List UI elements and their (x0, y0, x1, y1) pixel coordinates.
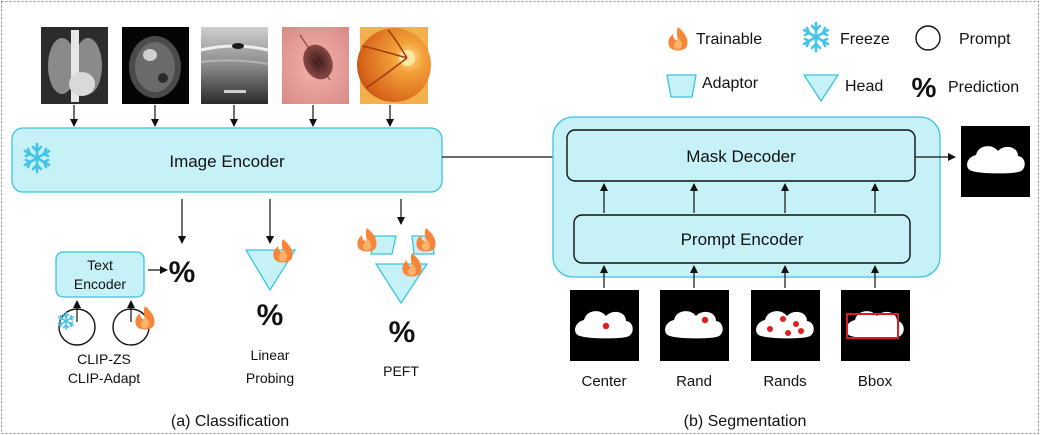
legend-prediction-icon: % (912, 72, 937, 103)
brain-mri-image (122, 27, 189, 104)
legend-head-shape (802, 74, 840, 103)
peft-adaptor-flame-right-icon (416, 228, 436, 252)
mask-decoder-label: Mask Decoder (686, 147, 796, 166)
linear-flame-icon (273, 239, 293, 263)
segmentation-caption: (b) Segmentation (684, 413, 807, 430)
linear-prediction-icon: % (257, 299, 284, 332)
legend-freeze: Freeze (840, 31, 890, 48)
legend-adaptor: Adaptor (702, 75, 759, 92)
center-prompt-image (570, 290, 639, 361)
rand-prompt-image (660, 290, 729, 361)
linear-label-1: Linear (251, 347, 290, 363)
prompt-label-center: Center (581, 373, 626, 390)
output-mask-image (961, 126, 1030, 197)
legend-snowflake-icon (802, 21, 830, 53)
legend: Trainable Freeze Prompt Adaptor Head % P… (666, 21, 1019, 103)
text-encoder-label-1: Text (87, 257, 113, 273)
legend-prediction: Prediction (948, 79, 1019, 96)
legend-trainable: Trainable (696, 31, 762, 48)
prompt-to-encoder-arrows (600, 265, 879, 288)
legend-prompt-circle (915, 25, 941, 51)
image-encoder-label: Image Encoder (169, 152, 285, 171)
prompt-label-rand: Rand (676, 373, 712, 390)
prompt-labels: Center Rand Rands Bbox (581, 373, 892, 390)
bbox-prompt-image (841, 290, 910, 361)
legend-flame-icon (668, 27, 688, 51)
clip-prediction-icon: % (169, 256, 196, 289)
encoder-down-arrows (178, 199, 405, 244)
prompt-encoder-label: Prompt Encoder (681, 230, 804, 249)
clip-adapt-flame-icon (135, 306, 155, 330)
legend-adaptor-shape (666, 74, 697, 98)
prompt-encoder-box (573, 214, 911, 264)
peft-prediction-icon: % (389, 316, 416, 349)
dermoscopy-image (282, 27, 349, 104)
fundus-image (357, 27, 431, 104)
mask-decoder-box (566, 129, 916, 182)
peft-head-flame-icon (402, 253, 422, 277)
peft-label: PEFT (383, 363, 419, 379)
legend-prompt: Prompt (959, 31, 1011, 48)
clip-zs-snowflake-icon (58, 311, 74, 331)
ultrasound-image (200, 27, 269, 104)
encoder-to-decoder-arrows (600, 183, 879, 213)
text-encoder-label-2: Encoder (74, 276, 126, 292)
prompt-label-rands: Rands (763, 373, 806, 390)
image-to-encoder-arrows (70, 105, 394, 127)
image-encoder-box (11, 127, 443, 193)
peft-adaptor-flame-left-icon (357, 228, 377, 252)
classification-caption: (a) Classification (171, 413, 289, 430)
clip-zs-label: CLIP-ZS (77, 351, 131, 367)
linear-label-2: Probing (246, 370, 294, 386)
rands-prompt-image (751, 290, 820, 361)
clip-adapt-label: CLIP-Adapt (68, 370, 140, 386)
legend-head: Head (845, 78, 883, 95)
clip-zs-prompt-circle (58, 308, 96, 346)
text-encoder-box (55, 251, 145, 298)
chest-xray-image (41, 27, 108, 104)
prompt-label-bbox: Bbox (858, 373, 893, 390)
